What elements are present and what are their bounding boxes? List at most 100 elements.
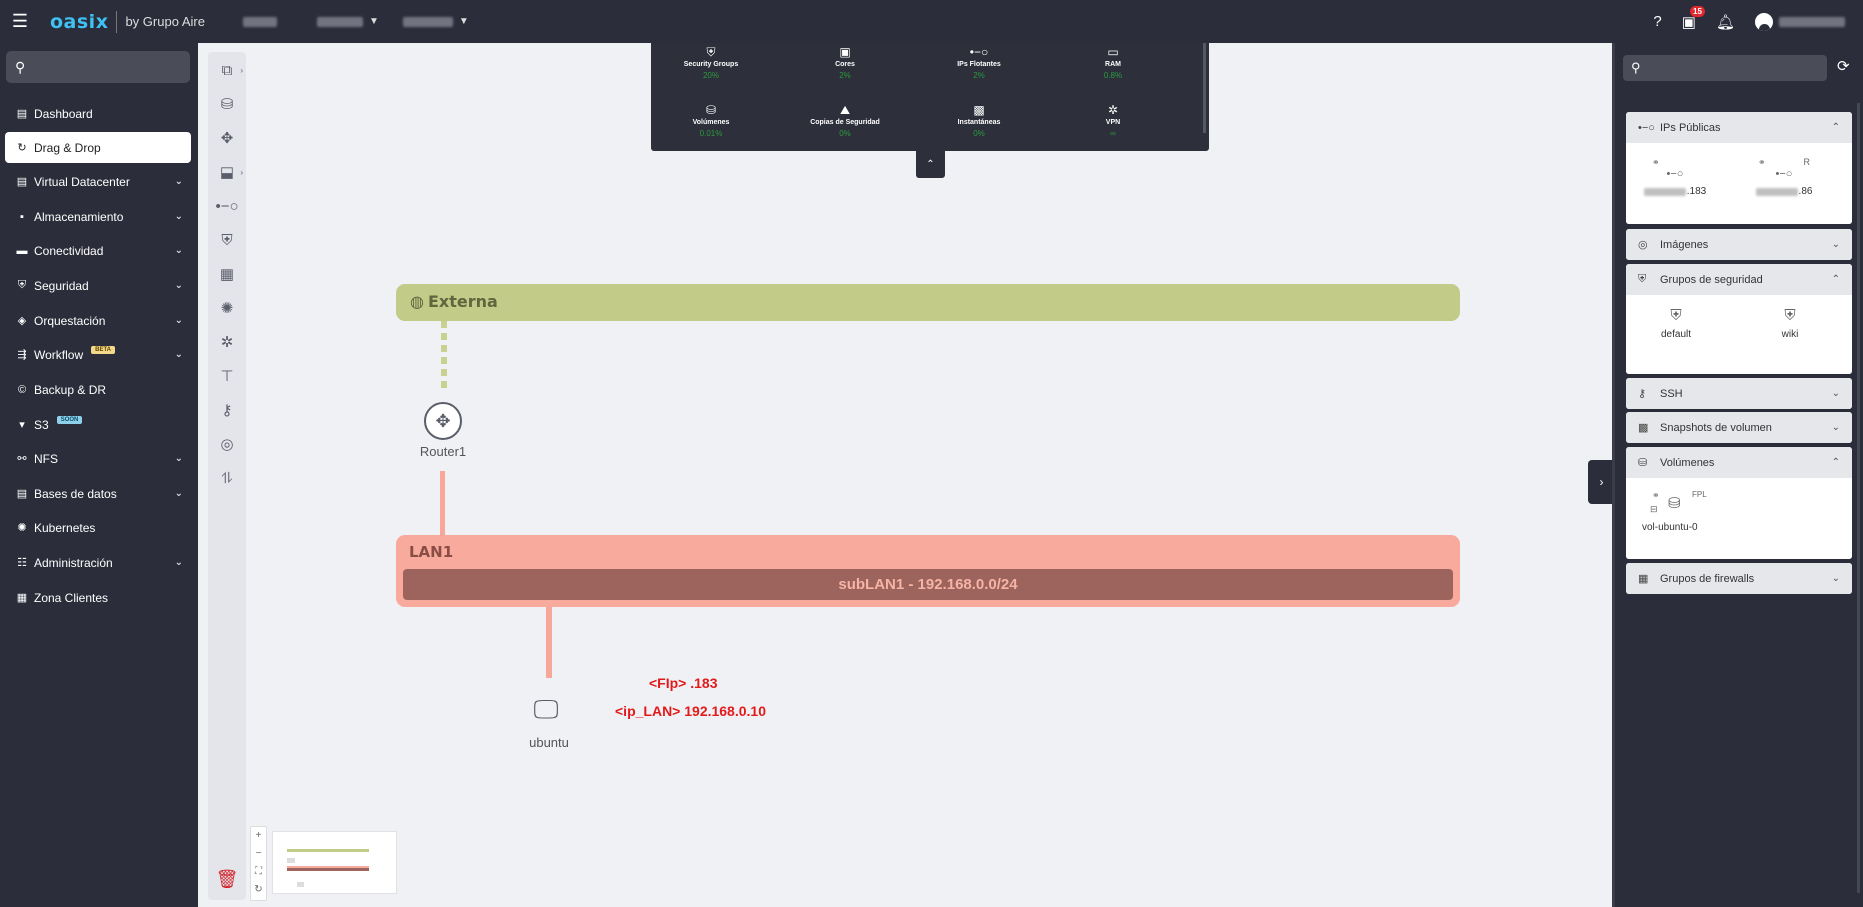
tool-router[interactable]: ✥ <box>208 124 246 152</box>
scrollbar[interactable] <box>1857 103 1860 893</box>
app-logo[interactable]: oasix <box>50 10 109 33</box>
sidebar-search-input[interactable]: ⚲ <box>6 51 190 83</box>
tasks-icon[interactable]: ▣15 <box>1682 5 1705 31</box>
quota-value: 0% <box>839 129 851 138</box>
project-name-redacted <box>316 16 363 27</box>
public-ip-item[interactable]: ⚭ R •−○ .86 <box>1746 157 1822 197</box>
quota-value: 0% <box>973 129 985 138</box>
menu-icon[interactable]: ☰ <box>11 11 29 31</box>
lan-title: LAN1 <box>409 543 454 561</box>
trash-icon[interactable]: 🗑︎ <box>215 869 239 889</box>
section-title: Imágenes <box>1660 238 1709 251</box>
sidebar-item-virtual-datacenter[interactable]: ▤ Virtual Datacenter ⌄ <box>5 166 191 197</box>
sidebar-item-seguridad[interactable]: ⛨ Seguridad ⌄ <box>5 270 191 301</box>
rotate-button[interactable]: ↻ <box>254 884 263 895</box>
database-icon: ⛁ <box>220 96 234 113</box>
sidebar-item-orquestacion[interactable]: ◈ Orquestación ⌄ <box>5 305 191 336</box>
sidebar-item-backup[interactable]: © Backup & DR <box>5 374 191 405</box>
section-header[interactable]: ⛨ Grupos de seguridad ⌃ <box>1626 264 1852 295</box>
zoom-in-button[interactable]: + <box>255 830 262 841</box>
sidebar-item-bases-de-datos[interactable]: ▤ Bases de datos ⌄ <box>5 478 191 509</box>
external-network[interactable]: ◍Externa <box>396 284 1460 321</box>
database-icon: ⛁ <box>1638 457 1648 469</box>
datacenter-icon: ▤ <box>16 176 28 188</box>
section-header[interactable]: ▦ Grupos de firewalls ⌄ <box>1626 563 1852 594</box>
resource-panel: ⚲ ⟳ •−○ IPs Públicas ⌃ ⚭ •−○ .183 ⚭ R <box>1615 43 1863 907</box>
chevron-up-icon[interactable]: ⌃ <box>916 151 945 178</box>
sidebar-item-drag-drop[interactable]: ↻ Drag & Drop <box>5 132 191 163</box>
sidebar-item-workflow[interactable]: ⇶ Workflow BETA ⌄ <box>5 339 191 370</box>
nfs-icon: ⚯ <box>17 453 27 465</box>
section-header[interactable]: ⛁ Volúmenes ⌃ <box>1626 447 1852 478</box>
fit-view-button[interactable]: ⛶ <box>255 866 262 877</box>
sidebar-item-kubernetes[interactable]: ✺ Kubernetes <box>5 512 191 543</box>
section-header[interactable]: ⚷ SSH ⌄ <box>1626 378 1852 409</box>
tool-instances[interactable]: ⧉› <box>208 56 246 84</box>
drag-drop-canvas[interactable]: ⛨ Security Groups 20% ▣ Cores 2% •−○ IPs… <box>198 43 1613 907</box>
project-selector[interactable]: ▼ <box>316 16 379 27</box>
section-security-groups: ⛨ Grupos de seguridad ⌃ ⛨ default ⛨ wiki <box>1626 264 1852 374</box>
scrollbar[interactable] <box>1203 43 1206 133</box>
sidebar-item-dashboard[interactable]: ▤ Dashboard <box>5 98 191 129</box>
section-header[interactable]: ◎ Imágenes ⌄ <box>1626 229 1852 260</box>
vm-label: ubuntu <box>529 735 569 750</box>
router-node[interactable]: ✥ <box>424 402 462 440</box>
tool-vpn[interactable]: ✲ <box>208 328 246 356</box>
tool-topology[interactable]: ⊤ <box>208 362 246 390</box>
tool-volumes[interactable]: ⛁ <box>208 90 246 118</box>
logo-divider <box>116 10 118 33</box>
volume-item[interactable]: ⚭ ⊟ ⛁ FPL vol-ubuntu-0 <box>1636 490 1712 533</box>
section-public-ips: •−○ IPs Públicas ⌃ ⚭ •−○ .183 ⚭ R •−○ <box>1626 112 1852 224</box>
tool-floating-ip[interactable]: •−○ <box>208 192 246 220</box>
tool-strip: ⧉› ⛁ ✥ ⬓› •−○ ⛨ ▦ ✺ ✲ ⊤ ⚷ ◎ ⥮ 🗑︎ <box>208 52 246 900</box>
lock-icon: ⊟ <box>1650 504 1658 514</box>
security-group-item[interactable]: ⛨ wiki <box>1760 307 1820 340</box>
sidebar-item-conectividad[interactable]: ▬ Conectividad ⌄ <box>5 235 191 266</box>
tool-security-group[interactable]: ⛨ <box>208 226 246 254</box>
panel-divider <box>1612 43 1615 907</box>
section-header[interactable]: •−○ IPs Públicas ⌃ <box>1626 112 1852 143</box>
tool-kubernetes[interactable]: ✺ <box>208 294 246 322</box>
chevron-right-icon: › <box>240 167 243 177</box>
sidebar-item-label: Virtual Datacenter <box>34 174 130 189</box>
sidebar-item-s3[interactable]: ▾ S3 SOON <box>5 409 191 440</box>
tool-images[interactable]: ◎ <box>208 430 246 458</box>
sidebar-item-label: Administración <box>34 555 113 570</box>
user-menu[interactable] <box>1755 12 1845 31</box>
resource-search-input[interactable]: ⚲ <box>1623 55 1827 81</box>
monitor-icon[interactable]: 🖵︎ <box>533 694 559 724</box>
shield-icon: ⛨ <box>1638 273 1647 285</box>
tool-load-balancer[interactable]: ⥮ <box>208 464 246 492</box>
sidebar-item-nfs[interactable]: ⚯ NFS ⌄ <box>5 443 191 474</box>
quota-label: Cores <box>835 61 855 68</box>
sidebar-item-almacenamiento[interactable]: ▪ Almacenamiento ⌄ <box>5 201 191 232</box>
link-icon: ⚭ <box>1652 490 1660 500</box>
sidebar-item-administracion[interactable]: ☷ Administración ⌄ <box>5 547 191 578</box>
section-header[interactable]: ▩ Snapshots de volumen ⌄ <box>1626 412 1852 443</box>
tool-networks[interactable]: ⬓› <box>208 158 246 186</box>
lan-network[interactable]: LAN1 subLAN1 - 192.168.0.0/24 <box>396 535 1460 607</box>
notification-badge: 15 <box>1690 5 1705 17</box>
section-title: Grupos de firewalls <box>1660 572 1755 585</box>
help-icon[interactable]: ? <box>1653 13 1662 30</box>
sidebar-item-label: Workflow <box>34 347 84 362</box>
subnet-bar[interactable]: subLAN1 - 192.168.0.0/24 <box>403 569 1453 600</box>
collapse-panel-button[interactable]: › <box>1588 460 1615 504</box>
region-selector[interactable]: ▼ <box>402 16 469 27</box>
kubernetes-icon: ✺ <box>220 300 234 317</box>
refresh-icon[interactable]: ⟳ <box>1837 58 1850 75</box>
security-group-item[interactable]: ⛨ default <box>1646 307 1706 340</box>
tool-ssh-key[interactable]: ⚷ <box>208 396 246 424</box>
minimap[interactable] <box>272 831 397 894</box>
security-group-name: wiki <box>1781 329 1799 340</box>
chevron-down-icon: ⌄ <box>1831 422 1840 433</box>
monitor-icon: ⧉ <box>221 61 233 79</box>
quota-label: Security Groups <box>683 61 739 68</box>
bell-icon[interactable]: 🔔︎ <box>1715 13 1735 31</box>
public-ip-item[interactable]: ⚭ •−○ .183 <box>1640 157 1710 197</box>
sidebar-item-zona-clientes[interactable]: ▦ Zona Clientes <box>5 582 191 613</box>
security-group-icon: ⛨ <box>706 45 716 59</box>
tool-firewall[interactable]: ▦ <box>208 260 246 288</box>
sidebar-item-label: S3 <box>34 417 49 432</box>
zoom-out-button[interactable]: − <box>255 848 262 859</box>
